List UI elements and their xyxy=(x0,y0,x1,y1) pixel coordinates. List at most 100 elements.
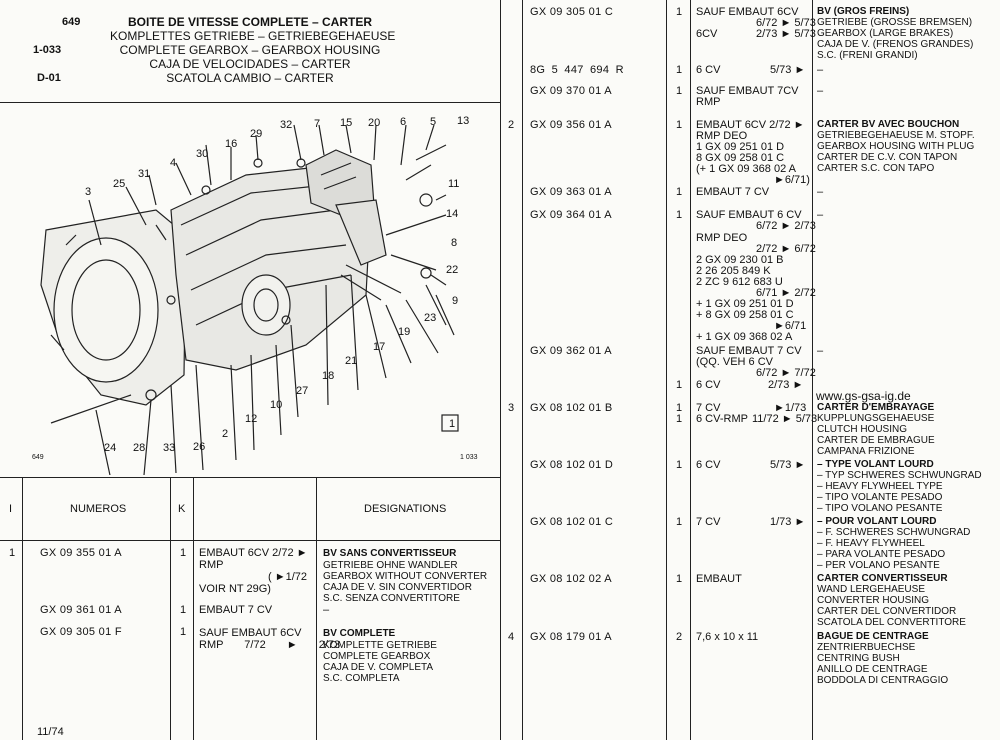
diagram-label: 15 xyxy=(340,117,353,129)
designation: GEARBOX WITHOUT CONVERTER xyxy=(323,571,488,582)
description: 6 CV xyxy=(696,64,721,76)
quantity: 1 xyxy=(180,604,187,616)
description: SAUF EMBAUT 7CV xyxy=(696,85,799,97)
center-divider xyxy=(500,0,501,740)
description: SAUF EMBAUT 6CV xyxy=(199,627,302,639)
description: 5/73 ► xyxy=(770,459,806,471)
designation: – TYPE VOLANT LOURD xyxy=(817,459,934,470)
designation: CENTRING BUSH xyxy=(817,653,900,664)
description: RMP xyxy=(199,559,224,571)
description: EMBAUT xyxy=(696,573,742,585)
designation: – POUR VOLANT LOURD xyxy=(817,516,937,527)
designation: S.C. (FRENI GRANDI) xyxy=(817,50,918,61)
designation: GETRIEBE OHNE WANDLER xyxy=(323,560,458,571)
designation: – xyxy=(817,64,824,76)
designation: WAND LERGEHAEUSE xyxy=(817,584,925,595)
diagram-label: 30 xyxy=(196,148,209,160)
row-index: 4 xyxy=(508,631,515,643)
row-index: 1 xyxy=(9,547,16,559)
diagram-label: 23 xyxy=(424,312,437,324)
description: 6 CV xyxy=(696,379,721,391)
diagram-label: 31 xyxy=(138,168,151,180)
quantity: 1 xyxy=(180,547,187,559)
diagram-label: 6 xyxy=(400,116,407,128)
description: 2 GX 09 230 01 B xyxy=(696,254,784,266)
quantity: 1 xyxy=(676,64,683,76)
right-col-des-divider xyxy=(812,0,813,740)
left-col-k-divider xyxy=(193,477,194,740)
diagram-label: 1 033 xyxy=(460,454,478,461)
quantity: 1 xyxy=(676,413,683,425)
part-number: GX 08 102 01 D xyxy=(530,459,614,471)
left-col-des-divider xyxy=(316,477,317,740)
designation: – TIPO VOLANTE PESADO xyxy=(817,492,943,503)
designation: CARTER D'EMBRAYAGE xyxy=(817,402,935,413)
description: RMP DEO xyxy=(696,130,748,142)
description: RMP DEO xyxy=(696,232,748,244)
description: 6CV xyxy=(696,28,718,40)
designation: CARTER DE EMBRAGUE xyxy=(817,435,935,446)
designation: – xyxy=(323,604,330,616)
designation: – TIPO VOLANO PESANTE xyxy=(817,503,943,514)
quantity: 2 xyxy=(676,631,683,643)
diagram-label: 27 xyxy=(296,385,309,397)
quantity: 1 xyxy=(676,6,683,18)
designation: BODDOLA DI CENTRAGGIO xyxy=(817,675,949,686)
title-de: KOMPLETTES GETRIEBE – GETRIEBEGEHAEUSE xyxy=(110,29,396,43)
diagram-label: 20 xyxy=(368,117,381,129)
designation: CAJA DE V. COMPLETA xyxy=(323,662,434,673)
part-number: GX 09 305 01 C xyxy=(530,6,614,18)
designation: CONVERTER HOUSING xyxy=(817,595,930,606)
description: EMBAUT 7 CV xyxy=(696,186,770,198)
description: 6/72 ► 5/73 xyxy=(756,17,816,29)
designation: CAMPANA FRIZIONE xyxy=(817,446,915,457)
designation: GEARBOX HOUSING WITH PLUG xyxy=(817,141,975,152)
col-header-k: K xyxy=(178,503,186,515)
quantity: 1 xyxy=(676,459,683,471)
designation: KOMPLETTE GETRIEBE xyxy=(323,640,437,651)
diagram-label: 8 xyxy=(451,237,458,249)
part-number: GX 09 355 01 A xyxy=(40,547,122,559)
col-header-numeros: NUMEROS xyxy=(70,503,127,515)
right-col-k-divider xyxy=(690,0,691,740)
part-number: GX 09 363 01 A xyxy=(530,186,612,198)
diagram-label: 21 xyxy=(345,355,358,367)
diagram-label: 16 xyxy=(225,138,238,150)
designation: CARTER S.C. CON TAPO xyxy=(817,163,935,174)
diagram-label: 19 xyxy=(398,326,411,338)
designation: ZENTRIERBUECHSE xyxy=(817,642,916,653)
description: RMP xyxy=(696,96,721,108)
description: SAUF EMBAUT 7 CV xyxy=(696,345,802,357)
quantity: 1 xyxy=(676,379,683,391)
designation: CARTER DEL CONVERTIDOR xyxy=(817,606,957,617)
description: SAUF EMBAUT 6 CV xyxy=(696,209,802,221)
diagram-label: 2 xyxy=(222,428,229,440)
description: 8 GX 09 258 01 C xyxy=(696,152,785,164)
quantity: 1 xyxy=(676,209,683,221)
part-number: GX 09 356 01 A xyxy=(530,119,612,131)
designation: – HEAVY FLYWHEEL TYPE xyxy=(817,481,943,492)
description: 2 26 205 849 K xyxy=(696,265,771,277)
designation: BV COMPLETE xyxy=(323,628,396,639)
website-watermark: www.gs-gsa-ig.de xyxy=(816,389,911,403)
diagram-label: 4 xyxy=(170,157,177,169)
designation: – xyxy=(817,85,824,97)
left-col-num-divider xyxy=(170,477,171,740)
diagram-label: 32 xyxy=(280,119,293,131)
description: + 1 GX 09 368 02 A xyxy=(696,331,793,343)
diagram-label: 7 xyxy=(314,118,321,130)
designation: CARTER DE C.V. CON TAPON xyxy=(817,152,958,163)
diagram-bottom-line xyxy=(0,477,500,478)
part-number: GX 09 305 01 F xyxy=(40,626,122,638)
description: + 8 GX 09 258 01 C xyxy=(696,309,794,321)
diagram-label: 5 xyxy=(430,116,437,128)
designation: BV SANS CONVERTISSEUR xyxy=(323,548,457,559)
designation: CLUTCH HOUSING xyxy=(817,424,908,435)
designation: KUPPLUNGSGEHAEUSE xyxy=(817,413,935,424)
description: (+ 1 GX 09 368 02 A xyxy=(696,163,796,175)
diagram-label: 10 xyxy=(270,399,283,411)
part-number: GX 08 102 01 C xyxy=(530,516,614,528)
diagram-label: 12 xyxy=(245,413,258,425)
designation: – TYP SCHWERES SCHWUNGRAD xyxy=(817,470,982,481)
designation: BAGUE DE CENTRAGE xyxy=(817,631,929,642)
